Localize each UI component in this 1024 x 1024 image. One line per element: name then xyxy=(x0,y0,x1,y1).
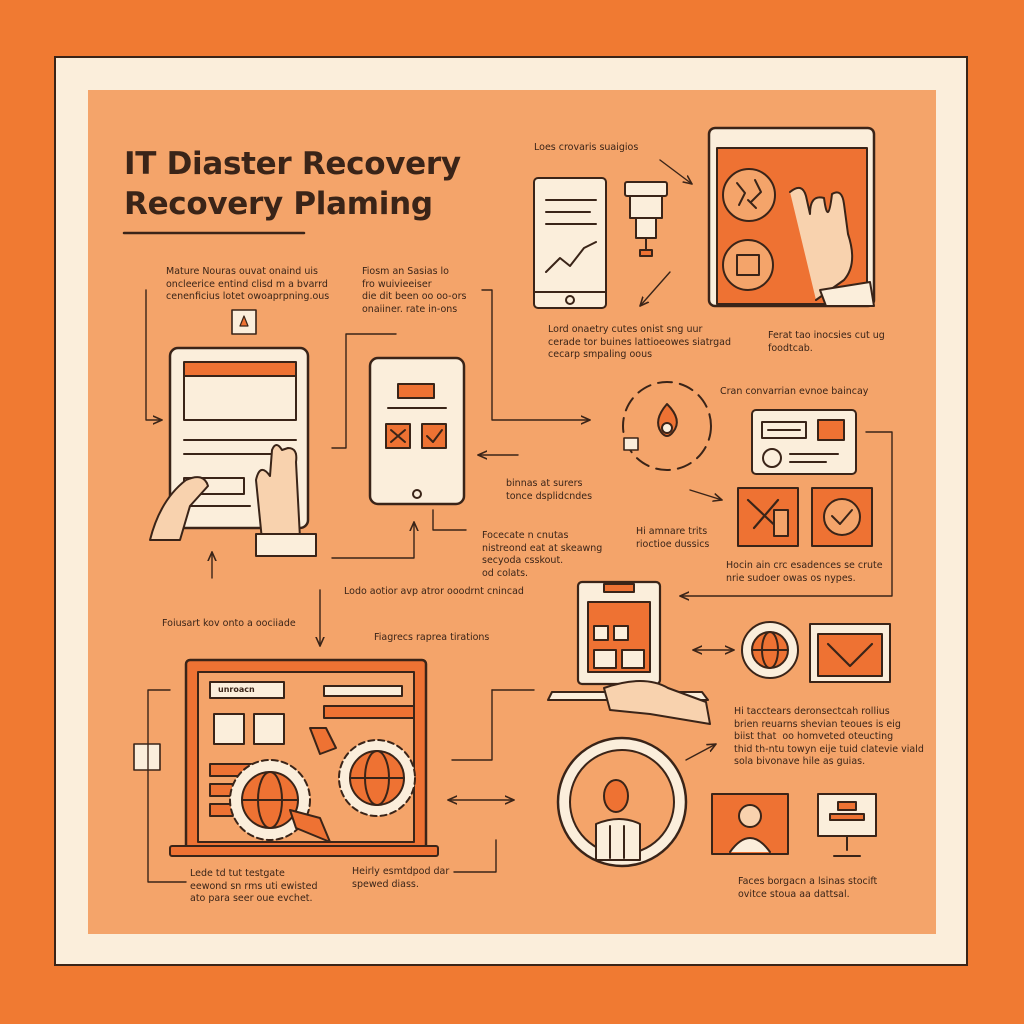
caption-bottom-right: Faces borgacn a lsinas stocift ovitce st… xyxy=(738,876,878,900)
caption-bottom-left: Lede td tut testgate eewond sn rms uti e… xyxy=(190,868,318,904)
desktop-monitor-icon xyxy=(817,793,877,857)
alert-square-icon xyxy=(133,743,161,771)
caption-right-under-tablet: Ferat tao inocsies cut ug foodtcab. xyxy=(768,330,885,354)
caption-left-flow: Foiusart kov onto a oociiade xyxy=(162,618,296,629)
user-ring-icon xyxy=(556,736,688,868)
checklist-phone-icon xyxy=(368,356,466,506)
caption-mid-top: Fiosm an Sasias lo fro wuivieeiser die d… xyxy=(362,266,467,315)
monitor-globes-icon xyxy=(169,658,439,857)
laptop-dashboard-icon xyxy=(547,580,711,725)
status-card-icon xyxy=(751,409,857,475)
page-title-line1: IT Diaster Recovery xyxy=(124,146,461,182)
tools-square-icon xyxy=(737,487,799,547)
caption-left-top: Mature Nouras ouvat onaind uis oncleeric… xyxy=(166,266,330,302)
approval-square-icon xyxy=(811,487,873,547)
caption-right-icons: Hi amnare trits rioctioe dussics xyxy=(636,526,710,550)
caption-right-block: Hi tacctears deronsectcah rollius brien … xyxy=(734,706,924,767)
form-tablet-icon xyxy=(149,309,317,557)
recovery-cycle-icon xyxy=(622,381,712,471)
caption-top-mid: Loes crovaris suaigios xyxy=(534,142,639,153)
mail-window-icon xyxy=(809,623,891,683)
globe-network-icon xyxy=(741,621,799,679)
tablet-touch-icon xyxy=(707,126,876,308)
usb-plug-icon xyxy=(624,181,668,257)
caption-bottom-mid: Heirly esmtdpod dar spewed diass. xyxy=(352,866,450,890)
page-title-line2: Recovery Plaming xyxy=(124,186,433,222)
caption-right-mid: Cran convarrian evnoe baincay xyxy=(720,386,869,397)
laptop-screen-label: unroacn xyxy=(218,685,255,694)
phone-chart-icon xyxy=(533,177,607,309)
caption-mid-flow2: Fiagrecs raprea tirations xyxy=(374,632,490,643)
caption-right-low: Hocin ain crc esadences se crute nrie su… xyxy=(726,560,883,584)
caption-center-mid: Lord onaetry cutes onist sng uur cerade … xyxy=(548,324,732,360)
person-portrait-icon xyxy=(711,793,789,855)
caption-center-low: Focecate n cnutas nistreond eat at skeaw… xyxy=(482,530,603,579)
caption-mid-flow: Lodo aotior avp atror ooodrnt cnincad xyxy=(344,586,524,597)
caption-center-small: binnas at surers tonce dsplidcndes xyxy=(506,478,593,502)
